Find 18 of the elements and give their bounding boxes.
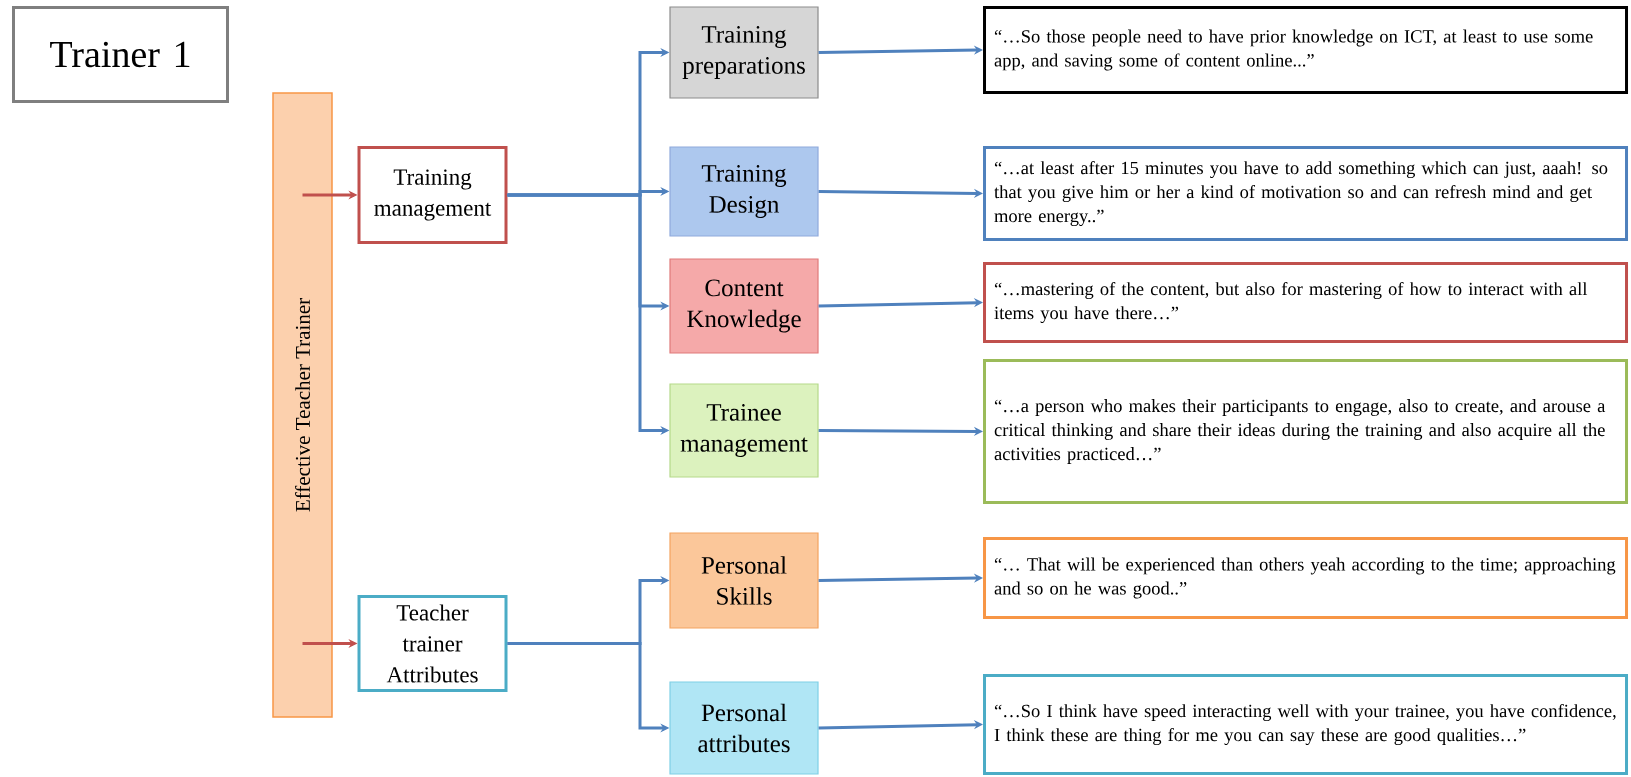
category-box: Teacher trainer Attributes	[357, 595, 508, 692]
quote-box: “…So those people need to have prior knowledge on ICT, at least to use some app, and saving some of content online...”	[983, 6, 1628, 94]
quote-box: “… That will be experienced than others yeah according to the time; approaching and so on he was good..”	[983, 537, 1628, 619]
quote-box: “…at least after 15 minutes you have to add something which can just, aaah! so that you give him or her a kind of motivation so and can refresh mind and get more energy..”	[983, 146, 1628, 241]
theme-box: Personal Skills	[669, 532, 819, 629]
title-box: Trainer 1	[12, 6, 229, 103]
theme-box: Trainee management	[669, 383, 819, 478]
theme-box: Personal attributes	[669, 681, 819, 775]
vertical-bar: Effective Teacher Trainer	[272, 92, 333, 718]
arrow	[818, 298, 983, 308]
quote-box: “…a person who makes their participants to engage, also to create, and arouse a critical thinking and share their ideas during the training and also acquire all the activities practiced…”	[983, 359, 1628, 504]
category-box: Training management	[357, 146, 508, 244]
theme-box: Training preparations	[669, 6, 819, 99]
theme-box: Training Design	[669, 146, 819, 237]
quote-box: “…So I think have speed interacting well with your trainee, you have confidence, I think these are thing for me you can say these are good qualities…”	[983, 674, 1628, 775]
theme-box: Content Knowledge	[669, 258, 819, 354]
arrow	[818, 720, 983, 730]
quote-box: “…mastering of the content, but also for mastering of how to interact with all items you have there…”	[983, 262, 1628, 343]
